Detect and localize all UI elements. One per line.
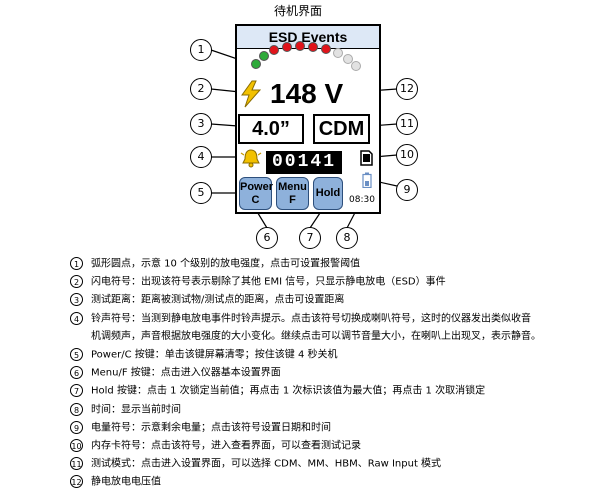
clock-time: 08:30 xyxy=(349,195,375,205)
callout-marker: 12 xyxy=(396,78,418,100)
callout-marker: 9 xyxy=(396,179,418,201)
callout-marker: 7 xyxy=(299,227,321,249)
description-item: 4 铃声符号：当测到静电放电事件时铃声提示。点击该符号切换成喇叭符号，这时的仪器发… xyxy=(70,311,531,326)
level-dot[interactable] xyxy=(351,61,361,71)
description-text: 测试模式：点击进入设置界面，可以选择 CDM、MM、HBM、Raw Input … xyxy=(91,458,442,470)
description-number: 10 xyxy=(70,439,83,452)
page-caption: 待机界面 xyxy=(273,4,322,18)
callout-marker: 2 xyxy=(190,78,212,100)
description-text: 测试距离：距离被测试物/测试点的距离，点击可设置距离 xyxy=(91,294,345,306)
description-number: 6 xyxy=(70,366,83,380)
menu-f-button[interactable]: Menu F xyxy=(276,177,309,210)
level-dot[interactable] xyxy=(343,54,353,64)
description-item: 7 Hold 按键：点击 1 次锁定当前值；再点击 1 次标识该值为最大值；再点击… xyxy=(70,384,485,398)
description-item: 12 静电放电电压值 xyxy=(70,475,161,489)
description-item: 10 内存卡符号：点击该符号，进入查看界面，可以查看测试记录 xyxy=(70,439,361,453)
level-dot[interactable] xyxy=(333,48,343,58)
description-number: 3 xyxy=(70,293,83,307)
callout-marker: 1 xyxy=(190,39,212,61)
memory-card-icon[interactable] xyxy=(359,150,373,166)
lightning-icon xyxy=(241,80,262,108)
description-text: Hold 按键：点击 1 次锁定当前值；再点击 1 次标识该值为最大值；再点击 … xyxy=(91,385,486,397)
level-dot[interactable] xyxy=(251,59,261,69)
level-dot[interactable] xyxy=(321,44,331,54)
description-number: 1 xyxy=(70,257,83,270)
bell-icon[interactable] xyxy=(240,147,262,169)
description-item: 3 测试距离：距离被测试物/测试点的距离，点击可设置距离 xyxy=(70,293,344,307)
battery-icon[interactable] xyxy=(362,172,372,188)
description-text: 静电放电电压值 xyxy=(91,476,161,488)
test-distance-field[interactable]: 4.0” xyxy=(238,114,304,144)
description-text: 铃声符号：当测到静电放电事件时铃声提示。点击该符号切换成喇叭符号，这时的仪器发出… xyxy=(91,313,531,325)
voltage-readout: 148 V xyxy=(270,78,344,109)
power-c-button[interactable]: Power C xyxy=(239,177,274,210)
level-dot[interactable] xyxy=(282,42,292,52)
level-dot[interactable] xyxy=(269,45,279,55)
description-number: 2 xyxy=(70,275,83,289)
callout-marker: 10 xyxy=(396,144,418,166)
callout-marker: 8 xyxy=(336,227,358,249)
description-text: 电量符号：示意剩余电量；点击该符号设置日期和时间 xyxy=(91,422,331,434)
level-dot[interactable] xyxy=(308,42,318,52)
callout-marker: 6 xyxy=(256,227,278,249)
description-item: 2 闪电符号：出现该符号表示剔除了其他 EMI 信号，只显示静电放电（ESD）事件 xyxy=(70,275,446,289)
callout-marker: 5 xyxy=(190,182,212,204)
description-item: 8 时间：显示当前时间 xyxy=(70,402,181,417)
description-text: 时间：显示当前时间 xyxy=(91,404,181,416)
description-text: Power/C 按键：单击该键屏幕清零；按住该键 4 秒关机 xyxy=(91,349,338,361)
power-c-label: Power C xyxy=(240,181,274,206)
description-continuation: 机调频声，声音根据放电强度的大小变化。继续点击可以调节音量大小，在喇叭上出现叉，… xyxy=(91,330,541,342)
menu-f-label: Menu F xyxy=(278,181,307,206)
description-number: 8 xyxy=(70,402,83,416)
callout-marker: 3 xyxy=(190,113,212,135)
description-item: 1 弧形圆点，示意 10 个级别的放电强度，点击可设置报警阈值 xyxy=(70,257,360,271)
description-number: 11 xyxy=(70,457,83,471)
description-number: 12 xyxy=(70,475,83,489)
level-dot[interactable] xyxy=(295,41,305,51)
event-counter: 00141 xyxy=(266,151,342,174)
test-mode-field[interactable]: CDM xyxy=(313,114,370,144)
description-item: 6 Menu/F 按键：点击进入仪器基本设置界面 xyxy=(70,366,281,380)
description-text: 内存卡符号：点击该符号，进入查看界面，可以查看测试记录 xyxy=(91,440,361,452)
description-item: 11 测试模式：点击进入设置界面，可以选择 CDM、MM、HBM、Raw Inpu… xyxy=(70,457,441,471)
description-number: 4 xyxy=(70,311,83,325)
description-text: 弧形圆点，示意 10 个级别的放电强度，点击可设置报警阈值 xyxy=(91,258,361,270)
description-item: 9 电量符号：示意剩余电量；点击该符号设置日期和时间 xyxy=(70,420,331,435)
level-dot[interactable] xyxy=(259,51,269,61)
screen-header: ESD Events xyxy=(237,26,379,49)
description-number: 9 xyxy=(70,420,83,434)
hold-button[interactable]: Hold xyxy=(313,177,343,210)
description-item: 5 Power/C 按键：单击该键屏幕清零；按住该键 4 秒关机 xyxy=(70,348,337,362)
hold-label: Hold xyxy=(315,187,341,199)
description-number: 7 xyxy=(70,384,83,398)
description-text: 闪电符号：出现该符号表示剔除了其他 EMI 信号，只显示静电放电（ESD）事件 xyxy=(91,276,446,288)
callout-marker: 4 xyxy=(190,146,212,168)
description-text: Menu/F 按键：点击进入仪器基本设置界面 xyxy=(91,367,281,379)
description-number: 5 xyxy=(70,348,83,361)
callout-marker: 11 xyxy=(396,113,418,135)
